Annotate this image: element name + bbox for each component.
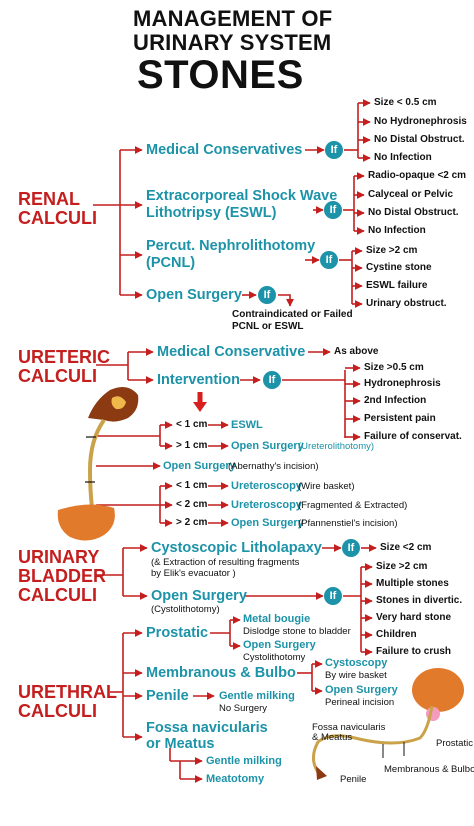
if-badge: If — [324, 587, 342, 605]
middle-note: (Abernathy's incision) — [228, 461, 319, 472]
renal-eswl-crit-3: No Distal Obstruct. — [368, 207, 459, 218]
renal-pcnl-line2: (PCNL) — [146, 255, 196, 271]
renal-eswl-crit-1: Radio-opaque <2 cm — [368, 170, 467, 181]
ureteric-crit-3: 2nd Infection — [364, 395, 427, 406]
lower-gt2-note: (Pfannenstiel's incision) — [298, 518, 398, 529]
bladder-calculi-label: URINARY BLADDER CALCULI — [18, 547, 106, 605]
penile-opt1: Gentle milking — [219, 690, 295, 702]
fossa-opt1: Gentle milking — [206, 755, 282, 767]
title-line3: STONES — [137, 53, 304, 97]
if-badge: If — [324, 201, 342, 219]
lower-lt2-tx: Ureteroscopy — [231, 499, 302, 511]
renal-pcnl-crit-2: Cystine stone — [366, 262, 432, 273]
upper-lt1: < 1 cm — [176, 419, 208, 430]
if-badge: If — [263, 371, 281, 389]
urethral-fossa-line2: or Meatus — [146, 736, 215, 752]
renal-medical-crit-3: No Distal Obstruct. — [374, 134, 465, 145]
penile-opt1-note: No Surgery — [219, 703, 268, 714]
middle-tx: Open Surgery — [163, 460, 236, 472]
lower-gt2-tx: Open Surgery — [231, 517, 304, 529]
ureteric-calculi-label: URETERIC CALCULI — [18, 347, 111, 386]
upper-gt1: > 1 cm — [176, 440, 208, 451]
ureteric-crit-1: Size >0.5 cm — [364, 362, 424, 373]
if-badge: If — [320, 251, 338, 269]
renal-open-surgery: Open Surgery — [146, 287, 242, 303]
bladder-open-crit-5: Children — [376, 629, 417, 640]
ureter-illustration — [57, 386, 207, 541]
renal-medical-crit-1: Size < 0.5 cm — [374, 97, 437, 108]
bladder-open-crit-6: Failure to crush — [376, 646, 452, 657]
renal-calculi-label: RENAL CALCULI — [18, 189, 97, 228]
renal-eswl-crit-2: Calyceal or Pelvic — [368, 189, 454, 200]
urethra-illustration — [312, 668, 464, 780]
diagram-fossa-label-1: Fossa navicularis — [312, 722, 386, 733]
bladder-open: Open Surgery — [151, 588, 247, 604]
renal-eswl-crit-4: No Infection — [368, 225, 426, 236]
lower-lt1-tx: Ureteroscopy — [231, 480, 302, 492]
renal-pcnl-crit-4: Urinary obstruct. — [366, 298, 447, 309]
ureteric-crit-5: Failure of conservat. — [364, 431, 462, 442]
lower-lt1-note: (Wire basket) — [298, 481, 355, 492]
bladder-open-crit-1: Size >2 cm — [376, 561, 428, 572]
bladder-open-crit-3: Stones in divertic. — [376, 595, 463, 606]
membranous-opt2: Open Surgery — [325, 684, 398, 696]
renal-open-note-2: PCNL or ESWL — [232, 321, 304, 332]
ureteric-medical-note: As above — [334, 346, 379, 357]
prostatic-opt1: Metal bougie — [243, 613, 311, 625]
bladder-cysto-note-1: (& Extraction of resulting fragments — [151, 557, 300, 568]
upper-lt1-tx: ESWL — [231, 419, 263, 431]
if-badge: If — [342, 539, 360, 557]
renal-medical-crit-2: No Hydronephrosis — [374, 116, 467, 127]
fossa-opt2: Meatotomy — [206, 773, 265, 785]
membranous-opt1-note: By wire basket — [325, 670, 387, 681]
title-line2: URINARY SYSTEM — [133, 30, 332, 55]
bladder-open-crit-4: Very hard stone — [376, 612, 452, 623]
renal-eswl-line2: Lithotripsy (ESWL) — [146, 205, 277, 221]
bladder-open-note: (Cystolithotomy) — [151, 604, 220, 615]
renal-pcnl-line1: Percut. Nephrolithotomy — [146, 238, 316, 254]
urethral-penile: Penile — [146, 688, 189, 704]
ureteric-medical: Medical Conservative — [157, 344, 306, 360]
upper-gt1-tx: Open Surgery — [231, 440, 304, 452]
urethral-prostatic: Prostatic — [146, 625, 209, 641]
diagram-prostatic-label: Prostatic — [436, 738, 473, 749]
urethral-fossa-line1: Fossa navicularis — [146, 720, 268, 736]
diagram-fossa-label-2: & Meatus — [312, 732, 353, 743]
urethral-calculi-label: URETHRAL CALCULI — [18, 682, 117, 721]
bladder-cysto: Cystoscopic Litholapaxy — [151, 540, 322, 556]
if-badge: If — [325, 141, 343, 159]
prostatic-opt2: Open Surgery — [243, 639, 316, 651]
urethral-membranous: Membranous & Bulbo — [146, 665, 296, 681]
bladder-cysto-note-2: by Elik's evacuator ) — [151, 568, 236, 579]
lower-gt2: > 2 cm — [176, 517, 208, 528]
upper-gt1-note: (Ureterolithotomy) — [298, 441, 375, 452]
renal-eswl-line1: Extracorporeal Shock Wave — [146, 188, 338, 204]
renal-open-note-1: Contraindicated or Failed — [232, 309, 353, 320]
prostatic-opt1-note: Dislodge stone to bladder — [243, 626, 351, 637]
renal-medical-crit-4: No Infection — [374, 152, 432, 163]
lower-lt2: < 2 cm — [176, 499, 208, 510]
diagram-membranous-label: Membranous & Bulbo — [384, 764, 474, 775]
ureteric-crit-2: Hydronephrosis — [364, 378, 441, 389]
lower-lt2-note: (Fragmented & Extracted) — [298, 500, 408, 511]
ureteric-intervention: Intervention — [157, 372, 240, 388]
diagram-penile-label: Penile — [340, 774, 367, 785]
ureteric-crit-4: Persistent pain — [364, 413, 436, 424]
renal-medical: Medical Conservatives — [146, 142, 303, 158]
membranous-opt2-note: Perineal incision — [325, 697, 395, 708]
if-badge: If — [258, 286, 276, 304]
prostatic-opt2-note: Cystolithotomy — [243, 652, 306, 663]
bladder-cysto-crit: Size <2 cm — [380, 542, 432, 553]
renal-pcnl-crit-1: Size >2 cm — [366, 245, 418, 256]
renal-pcnl-crit-3: ESWL failure — [366, 280, 428, 291]
lower-lt1: < 1 cm — [176, 480, 208, 491]
title-line1: MANAGEMENT OF — [133, 6, 333, 31]
membranous-opt1: Cystoscopy — [325, 657, 388, 669]
bladder-open-crit-2: Multiple stones — [376, 578, 449, 589]
